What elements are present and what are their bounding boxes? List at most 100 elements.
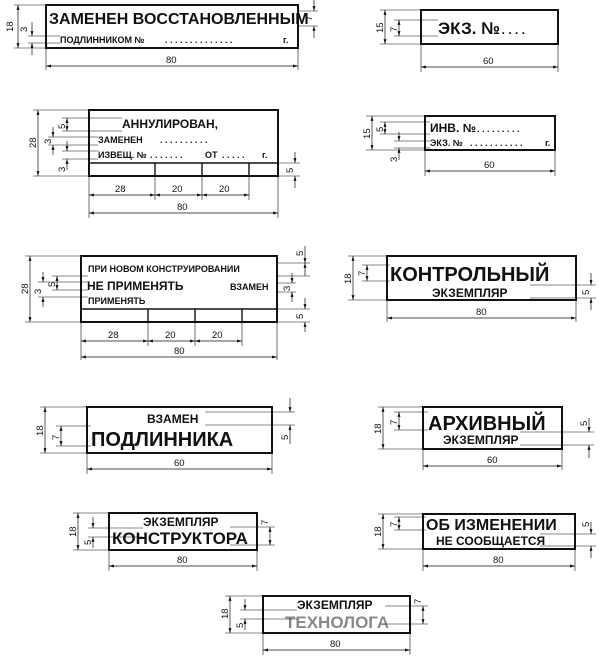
stamp-not-applicable: ПРИ НОВОМ КОНСТРУИРОВАНИИ НЕ ПРИМЕНЯТЬ В… [20,246,310,360]
dotted-fill: . . . . . . . . . . . . . . [165,35,233,45]
stamp-line-2: НЕ ПРИМЕНЯТЬ [87,279,184,293]
dim-height-right: 5 [579,421,590,426]
stamp-in-place-of-original: ВЗАМЕН ПОДЛИННИКА 18 7 5 60 [35,398,295,474]
dim-col-3: 20 [212,330,223,341]
stamp-no-change-notice: ОБ ИЗМЕНЕНИИ НЕ СООБЩАЕТСЯ 18 7 5 80 [373,513,596,571]
stamp-replaced: ЗАМЕНЕН ВОССТАНОВЛЕННЫМ ПОДЛИННИКОМ № . … [5,0,318,70]
dim-b: 3 [43,139,54,144]
stamp-line-2-right: ВЗАМЕН [230,282,269,292]
dim-height-text: 7 [357,271,368,276]
dim-col-2: 20 [165,330,176,341]
stamp-line-2: ЗАМЕНЕН [98,135,143,145]
stamp-line-3-end: г. [262,150,267,160]
stamp-line-1: ЗАМЕНЕН ВОССТАНОВЛЕННЫМ [49,11,309,28]
dim-col-1: 28 [115,184,126,195]
stamp-line-2-end: г. [545,138,550,148]
dotted-fill: . . . . . [495,23,525,37]
dim-height-total: 15 [362,128,373,139]
dim-height-total: 18 [373,526,384,537]
stamp-line-1: ОБ ИЗМЕНЕНИИ [426,517,557,534]
stamp-frame [424,115,556,151]
dim-col-1: 28 [108,330,119,341]
stamp-frame [108,512,258,551]
stamp-line-1: ЭКЗЕМПЛЯР [297,598,373,612]
stamp-line-3-mid: ОТ [205,150,218,160]
stamp-control-copy: КОНТРОЛЬНЫЙ ЭКЗЕМПЛЯР 18 7 5 80 [343,255,596,322]
dim-width: 80 [493,555,504,566]
dim-height-right: 7 [413,599,424,604]
dim-b: 3 [33,289,44,294]
dotted-fill: . . . . . . . . . [477,124,520,134]
dim-height-right: 7 [304,16,315,21]
stamp-line-2: ЭКЗ. № [430,138,463,148]
stamp-designer-copy: ЭКЗЕМПЛЯР КОНСТРУКТОРА 18 5 7 80 [68,512,275,571]
dim-width: 60 [487,455,498,466]
dim-col-2: 20 [172,184,183,195]
dim-height-text: 5 [235,623,246,628]
stamp-line-1: ПРИ НОВОМ КОНСТРУИРОВАНИИ [88,264,240,274]
dim-width: 80 [174,346,185,357]
stamp-line-1: ВЗАМЕН [147,412,198,426]
stamp-frame [422,406,563,450]
dim-height-total: 28 [20,283,31,294]
dim-height-total: 18 [35,425,46,436]
dim-height-right: 5 [581,522,592,527]
dim-width: 80 [330,639,341,650]
dim-height-text: 7 [389,420,400,425]
dim-width: 80 [166,55,177,66]
stamp-line-2: НЕ СООБЩАЕТСЯ [436,534,545,548]
dim-height-total: 18 [5,21,16,32]
stamp-frame [420,9,559,45]
stamp-line-2: ПОДЛИННИКОМ № [60,35,145,45]
dim-row: 5 [285,168,296,173]
stamp-frame [45,4,299,49]
stamp-line-3: ИЗВЕЩ. № [98,150,147,160]
dim-col-3: 20 [219,184,230,195]
stamp-frame [262,595,411,634]
dotted-fill: . . . . . . . . . . . [470,138,523,148]
stamp-line-1: КОНТРОЛЬНЫЙ [390,262,549,286]
dim-b: 3 [389,157,400,162]
dim-width: 80 [177,202,188,213]
dim-height-total: 18 [68,526,79,537]
dim-a: 5 [57,124,68,129]
stamp-line-1: ЭКЗ. № [438,19,500,38]
stamp-line-1: ИНВ. № [430,121,476,135]
dim-c: 3 [57,167,68,172]
dotted-fill: . . . . . . . . . . [160,135,208,145]
stamp-line-1: АННУЛИРОВАН, [122,117,218,131]
stamp-frame [422,513,576,550]
stamp-line-2: ТЕХНОЛОГА [285,613,389,632]
stamp-technologist-copy: ЭКЗЕМПЛЯР ТЕХНОЛОГА 18 5 7 80 [220,595,428,655]
stamp-frame [80,255,278,323]
dim-a: 5 [375,127,386,132]
stamp-copy-number: ЭКЗ. № . . . . . 15 7 60 [375,9,559,72]
dim-a: 5 [47,282,58,287]
dotted-fill: . . . . . [222,150,245,160]
dim-height-text: 5 [83,540,94,545]
stamp-frame [88,109,279,177]
stamp-line-2: ЭКЗЕМПЛЯР [432,286,508,300]
dim-right-bottom: 5 [295,314,306,319]
dim-right-top: 5 [295,251,306,256]
dim-width: 80 [476,307,487,318]
stamp-inventory: ИНВ. № . . . . . . . . . ЭКЗ. № . . . . … [362,115,556,176]
stamp-line-2: ПОДЛИННИКА [91,429,233,451]
dim-height-total: 18 [343,273,354,284]
dim-height-total: 18 [220,608,231,619]
stamp-line-3: ПРИМЕНЯТЬ [88,296,146,306]
dim-height-text: 7 [389,27,400,32]
stamp-line-1: ЭКЗЕМПЛЯР [143,515,219,529]
dim-height-total: 18 [373,423,384,434]
stamp-line-2-end: г. [283,35,288,45]
stamp-frame [386,255,577,301]
stamp-line-2: ЭКЗЕМПЛЯР [443,433,519,447]
dim-height-first: 3 [19,27,30,32]
dotted-fill: . . . . . . . [150,150,183,160]
stamp-line-2: КОНСТРУКТОРА [112,529,248,548]
dim-height-right: 7 [260,520,271,525]
dim-height-right: 5 [581,290,592,295]
dim-width: 60 [174,458,185,469]
dim-height-total: 15 [375,22,386,33]
